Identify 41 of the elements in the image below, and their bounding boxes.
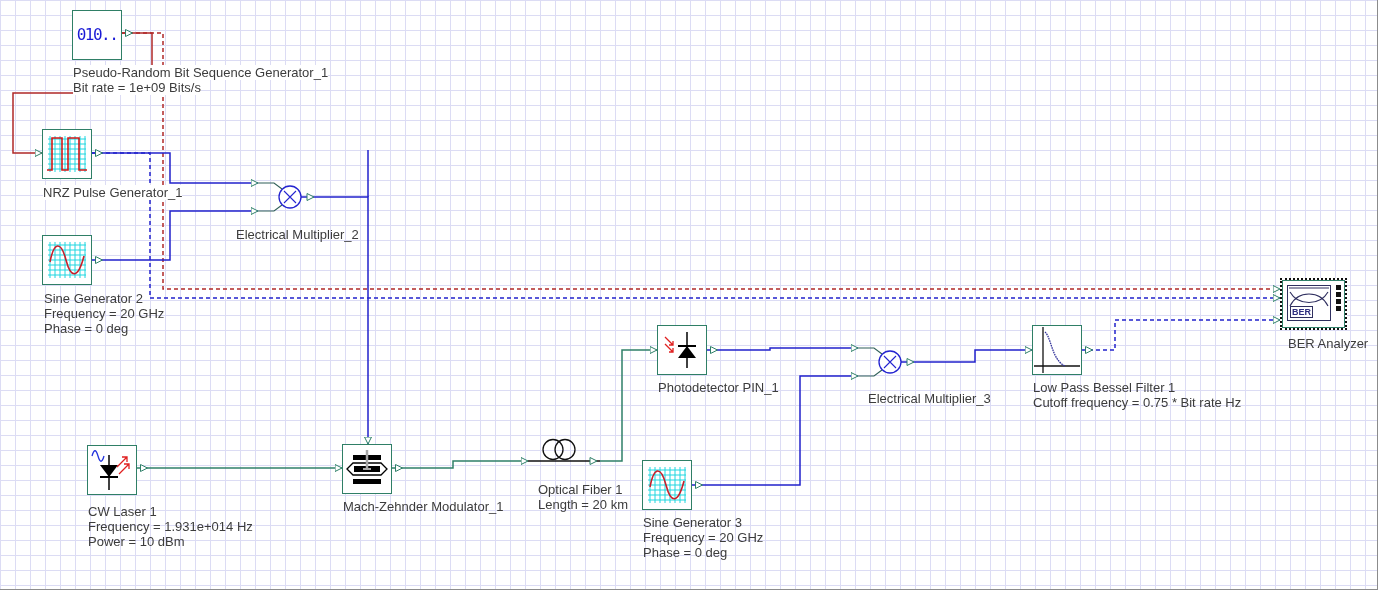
parameter-text: Cutoff frequency = 0.75 * Bit rate Hz	[1033, 395, 1242, 410]
component-name: Optical Fiber 1	[538, 482, 623, 497]
multiplier-symbol	[258, 180, 325, 214]
component-name: Photodetector PIN_1	[658, 380, 779, 395]
parameter-text: Phase = 0 deg	[643, 545, 728, 560]
connector-line	[599, 346, 658, 462]
connector-line	[91, 207, 259, 261]
connector-line	[691, 372, 859, 486]
component-name: CW Laser 1	[88, 504, 157, 519]
connector-line	[924, 346, 1033, 363]
parameter-text: Frequency = 20 GHz	[44, 306, 165, 321]
connector-line	[324, 196, 372, 445]
connector-line	[91, 152, 1281, 302]
parameter-text: Phase = 0 deg	[44, 321, 129, 336]
component-name: Sine Generator 2	[44, 291, 143, 306]
component-name: Mach-Zehnder Modulator_1	[343, 499, 504, 514]
component-box	[72, 10, 122, 60]
component-name: NRZ Pulse Generator_1	[43, 185, 183, 200]
connector-line	[391, 457, 529, 469]
connector-line	[706, 344, 859, 352]
parameter-text: Frequency = 1.931e+014 Hz	[88, 519, 253, 534]
parameter-text: Power = 10 dBm	[88, 534, 185, 549]
connector-line	[1081, 316, 1281, 351]
component-name: Sine Generator 3	[643, 515, 742, 530]
component-box	[342, 444, 392, 494]
component-name: BER Analyzer	[1288, 336, 1369, 351]
component-name: Electrical Multiplier_2	[236, 227, 359, 242]
component-name: Pseudo-Random Bit Sequence Generator_1	[73, 65, 329, 80]
bit-pattern-text: 010..	[76, 26, 118, 44]
parameter-text: Length = 20 km	[538, 497, 628, 512]
parameter-text: Frequency = 20 GHz	[643, 530, 764, 545]
analyzer-display-text: BER	[1290, 306, 1313, 318]
connector-line	[136, 464, 343, 472]
component-name: Electrical Multiplier_3	[868, 391, 991, 406]
connector-line	[121, 32, 1281, 293]
component-box	[657, 325, 707, 375]
fiber-spool-symbol	[528, 438, 600, 466]
component-name: Low Pass Bessel Filter 1	[1033, 380, 1176, 395]
parameter-text: Bit rate = 1e+09 Bits/s	[73, 80, 201, 95]
analyzer-box	[1280, 278, 1347, 330]
multiplier-symbol	[858, 345, 925, 379]
